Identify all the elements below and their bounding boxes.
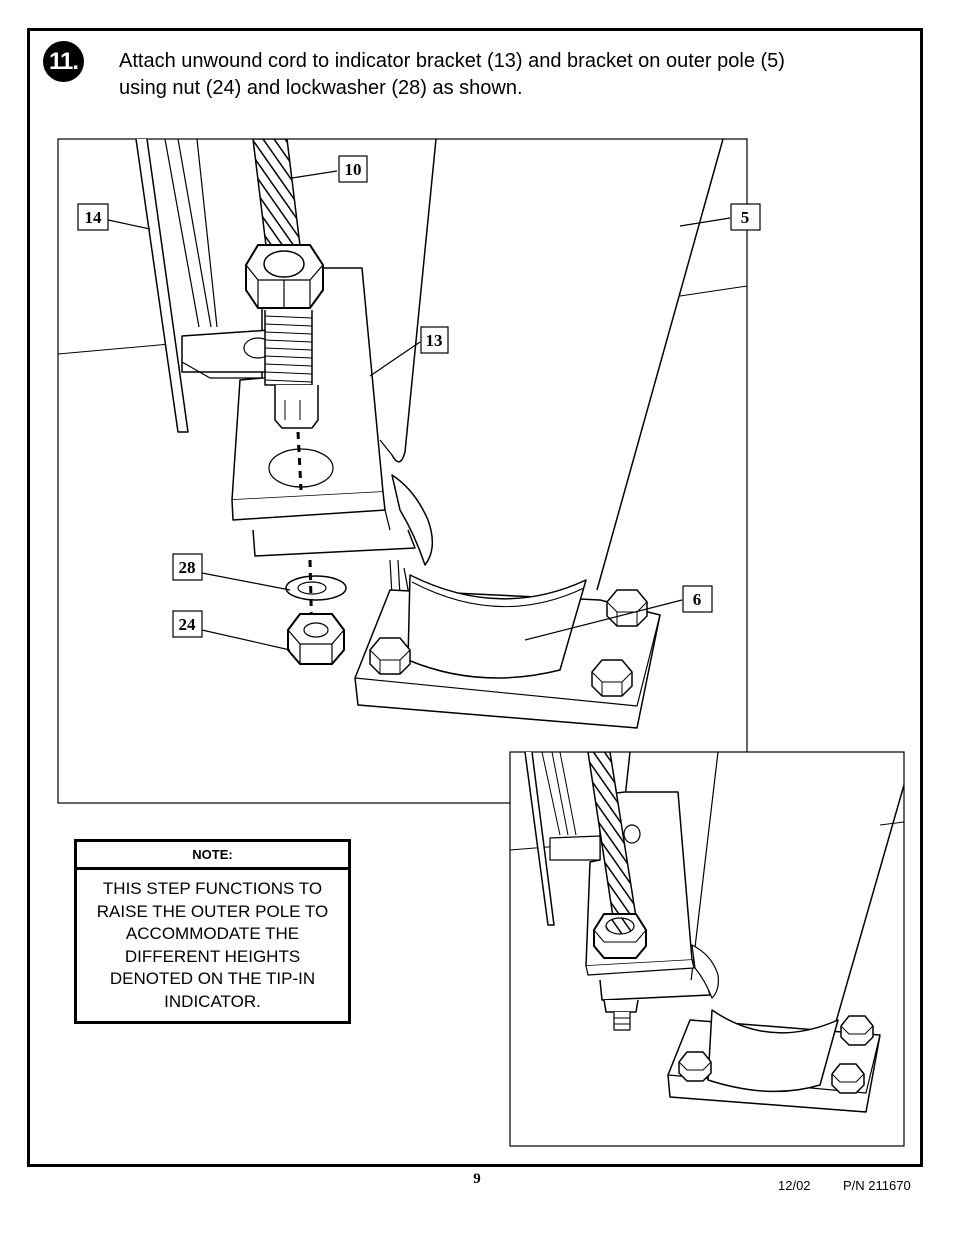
pole-14 [135, 139, 218, 433]
threaded-rod [245, 244, 324, 491]
svg-text:28: 28 [179, 558, 196, 577]
callout-28: 28 [172, 553, 203, 581]
leader-lines [107, 170, 731, 651]
svg-text:5: 5 [741, 208, 750, 227]
note-body: THIS STEP FUNCTIONS TO RAISE THE OUTER P… [77, 870, 348, 1013]
callout-5: 5 [730, 203, 761, 231]
callout-10: 10 [338, 155, 368, 183]
main-detail-view: 10 14 5 13 28 24 6 [57, 138, 761, 804]
callout-6: 6 [682, 585, 713, 613]
svg-text:13: 13 [426, 331, 443, 350]
note-line-5: DENOTED ON THE TIP-IN [109, 969, 316, 988]
svg-text:10: 10 [345, 160, 362, 179]
svg-text:14: 14 [85, 208, 103, 227]
instruction-line-2: using nut (24) and lockwasher (28) as sh… [119, 77, 523, 99]
instruction-line-1: Attach unwound cord to indicator bracket… [119, 50, 785, 72]
svg-text:24: 24 [179, 615, 197, 634]
callout-14: 14 [77, 203, 109, 231]
callout-13: 13 [420, 326, 449, 354]
note-line-1: THIS STEP FUNCTIONS TO [102, 879, 323, 898]
step-instruction: Attach unwound cord to indicator bracket… [119, 48, 879, 102]
note-line-3: ACCOMMODATE THE [125, 924, 300, 943]
note-box: NOTE: THIS STEP FUNCTIONS TO RAISE THE O… [74, 839, 351, 1024]
nut-24 [287, 613, 345, 665]
note-line-2: RAISE THE OUTER POLE TO [96, 901, 329, 921]
page-border [27, 28, 923, 1167]
callout-24: 24 [172, 610, 203, 638]
note-line-6: INDICATOR. [164, 991, 261, 1011]
note-line-4: DIFFERENT HEIGHTS [124, 946, 301, 966]
inset-assembled-view [509, 751, 905, 1147]
lockwasher-28 [285, 559, 347, 641]
page-number: 9 [473, 1171, 481, 1187]
footer-part-number: P/N 211670 [843, 1178, 911, 1193]
note-heading: NOTE: [77, 842, 348, 870]
footer-date: 12/02 [778, 1178, 811, 1193]
svg-text:6: 6 [693, 590, 702, 609]
step-number-badge: 11. [43, 41, 84, 82]
outer-pole-5 [379, 139, 724, 591]
base-plate-bolts [369, 589, 648, 697]
